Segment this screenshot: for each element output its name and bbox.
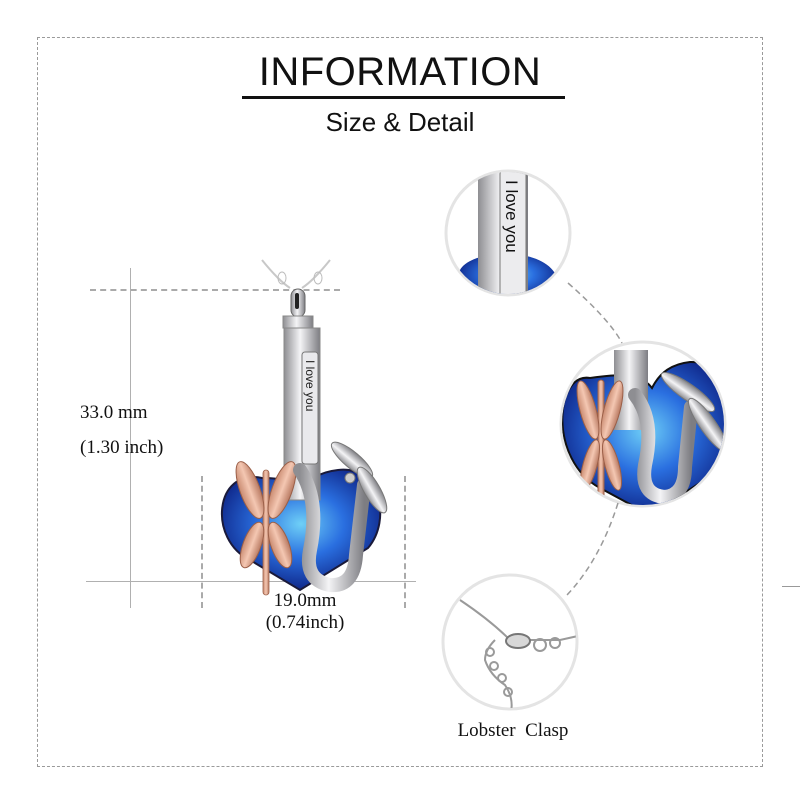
width-guide-horizontal	[86, 581, 416, 582]
height-inch-label: (1.30 inch)	[80, 437, 164, 458]
chain-icon	[261, 259, 331, 289]
engraving-text: I love you	[303, 360, 317, 411]
page-subtitle: Size & Detail	[325, 107, 475, 137]
width-guide-right	[404, 476, 406, 608]
page-title: INFORMATION	[258, 50, 542, 94]
clasp-caption: Lobster Clasp	[457, 720, 569, 741]
connector-1	[567, 282, 623, 344]
width-guide-left	[201, 476, 203, 608]
width-inch-label: (0.74inch)	[265, 612, 345, 633]
silver-dragonfly-icon	[293, 441, 388, 593]
height-guide-top	[90, 289, 340, 291]
connector-2	[566, 502, 619, 596]
rose-dragonfly-icon	[235, 461, 297, 596]
width-mm-label: 19.0mm	[273, 590, 337, 611]
clasp-detail-magnifier	[441, 573, 579, 711]
engraving-zoom-text: I love you	[502, 180, 521, 253]
dashed-frame	[37, 37, 763, 767]
height-guide-vertical	[130, 268, 131, 608]
dragonfly-detail-magnifier	[559, 340, 727, 508]
side-marker-line	[782, 586, 800, 587]
title-underline	[242, 96, 565, 99]
engraving-detail-magnifier: I love you	[444, 169, 572, 297]
height-mm-label: 33.0 mm	[80, 402, 148, 423]
